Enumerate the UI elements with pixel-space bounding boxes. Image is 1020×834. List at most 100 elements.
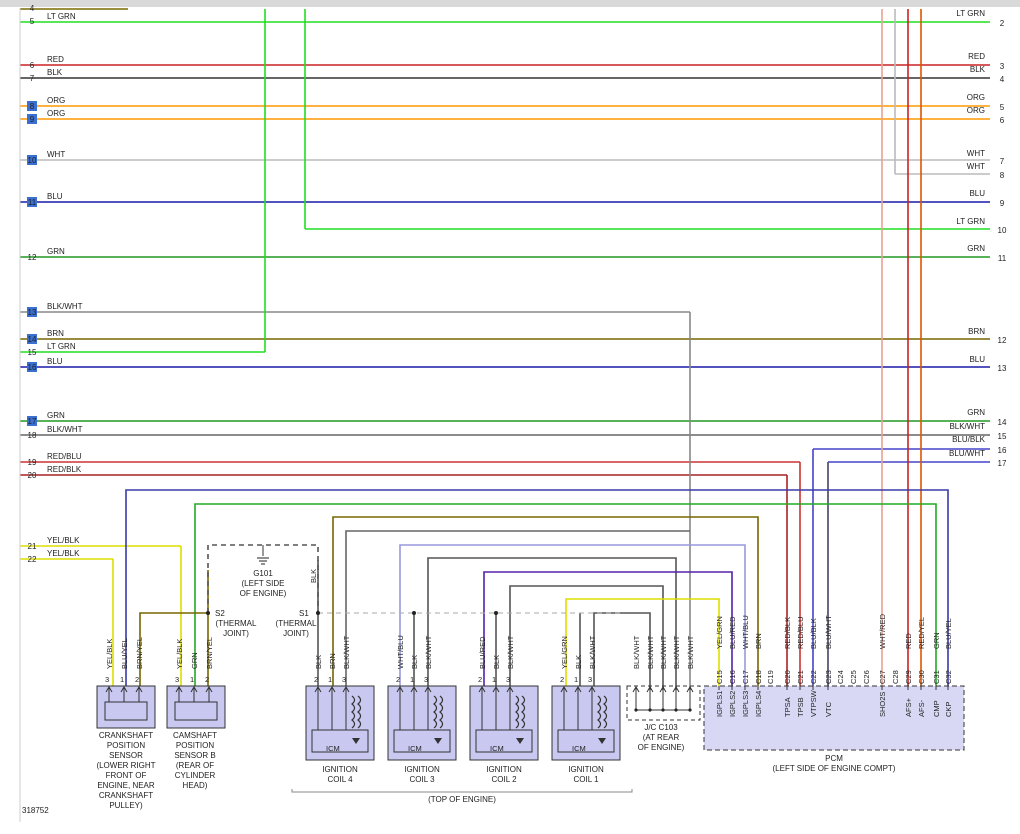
- wire-color-label: BLK/WHT: [506, 635, 515, 669]
- pcm-pin: C21: [796, 670, 805, 684]
- wire-color-label: BLU: [47, 357, 63, 366]
- wire-number-left: 15: [28, 348, 37, 357]
- wire-number-highlight: [27, 155, 37, 165]
- pcm-pin: C15: [715, 670, 724, 684]
- wire-route: [427, 557, 677, 690]
- pcm-pin: C31: [932, 670, 941, 684]
- coil-name: IGNITION: [486, 765, 522, 774]
- wire-color-label: BLK/WHT: [659, 635, 668, 669]
- wire-route: [125, 489, 949, 690]
- wire-color-label: YEL/GRN: [560, 636, 569, 669]
- pin-number: 3: [342, 675, 346, 684]
- wire-color-label: GRN: [967, 244, 985, 253]
- pin-arrow-icon: [120, 686, 128, 693]
- pin-number: 2: [205, 675, 209, 684]
- pcm-pin: C19: [766, 670, 775, 684]
- pin-arrow-icon: [342, 686, 350, 693]
- pin-number: 1: [328, 675, 332, 684]
- splice-dot: [648, 708, 652, 712]
- splice-dot: [206, 611, 210, 615]
- wire-number-left: 9: [30, 115, 35, 124]
- pin-number: 2: [560, 675, 564, 684]
- pcm-body: [703, 685, 965, 751]
- pin-arrow-icon: [672, 686, 680, 693]
- wire-route: [483, 571, 733, 690]
- wire-color-label: BLK: [574, 655, 583, 669]
- pin-number: 3: [588, 675, 592, 684]
- wire-number-left: 10: [28, 156, 37, 165]
- wire-route: [345, 530, 690, 690]
- wire-number-right: 8: [1000, 171, 1005, 180]
- pin-number: 3: [506, 675, 510, 684]
- wire-color-label: BLK/WHT: [646, 635, 655, 669]
- splice-dot: [634, 708, 638, 712]
- pin-arrow-icon: [560, 686, 568, 693]
- wire-color-label: BLU/BLK: [809, 618, 818, 649]
- wire-color-label: BRN/YEL: [205, 637, 214, 669]
- coil-number: COIL 4: [327, 775, 353, 784]
- wire-number-right: 17: [998, 459, 1007, 468]
- wire-color-label: BLK/WHT: [632, 635, 641, 669]
- wire-number-right: 12: [998, 336, 1007, 345]
- pin-arrow-icon: [659, 686, 667, 693]
- wire-color-label: BLK/WHT: [686, 635, 695, 669]
- wire-color-label: RED/BLK: [783, 617, 792, 649]
- pin-arrow-icon: [632, 686, 640, 693]
- pin-arrow-icon: [574, 686, 582, 693]
- wire-color-label: GRN: [47, 411, 65, 420]
- pin-number: 2: [135, 675, 139, 684]
- coil-winding-icon: [603, 695, 608, 729]
- pcm-signal: SHO2S: [878, 692, 887, 717]
- wire-number-right: 7: [1000, 157, 1005, 166]
- pin-arrow-icon: [328, 686, 336, 693]
- wire-color-label: RED/YEL: [917, 617, 926, 649]
- pin-number: 2: [478, 675, 482, 684]
- pin-arrow-icon: [205, 686, 213, 693]
- wire-color-label: ORG: [47, 96, 65, 105]
- coil-winding-icon: [351, 695, 356, 729]
- pin-arrow-icon: [424, 686, 432, 693]
- pcm-subtitle: (LEFT SIDE OF ENGINE COMPT): [773, 764, 896, 773]
- icm-label: ICM: [326, 744, 340, 753]
- pcm-pin: C16: [728, 670, 737, 684]
- pin-number: 1: [410, 675, 414, 684]
- wire-route: [565, 598, 720, 690]
- wire-color-label: BLK/WHT: [672, 635, 681, 669]
- diode-icon: [434, 738, 442, 744]
- coil-name: IGNITION: [568, 765, 604, 774]
- pcm-signal: VTPSW: [809, 689, 818, 717]
- wire-number-left: 18: [28, 431, 37, 440]
- pcm-pin: C26: [862, 670, 871, 684]
- wire-color-label: BLU/YEL: [120, 638, 129, 669]
- icm-box: [475, 729, 533, 753]
- pcm-pin: C28: [891, 670, 900, 684]
- wire-color-label: BLU: [969, 189, 985, 198]
- wire-route: [399, 544, 746, 690]
- wire-color-label: WHT: [47, 150, 65, 159]
- wire-color-label: LT GRN: [47, 12, 76, 21]
- junction-label: J/C C103: [644, 723, 678, 732]
- wire-number-left: 14: [28, 335, 37, 344]
- pin-arrow-icon: [646, 686, 654, 693]
- cam-sensor-label: SENSOR B: [174, 751, 215, 760]
- wire-color-label: BRN: [968, 327, 985, 336]
- pcm-pin: C18: [754, 670, 763, 684]
- wire-color-label: BLK/WHT: [588, 635, 597, 669]
- wire-color-label: BLK/WHT: [949, 422, 985, 431]
- cam-sensor-element: [174, 701, 218, 721]
- wire-color-label: GRN: [190, 652, 199, 669]
- pin-number: 2: [396, 675, 400, 684]
- splice-label: S2: [215, 609, 225, 618]
- splice-label: JOINT): [223, 629, 249, 638]
- pin-number: 3: [175, 675, 179, 684]
- wire-number-right: 15: [998, 432, 1007, 441]
- pin-arrow-icon: [190, 686, 198, 693]
- wire-number-left: 16: [28, 363, 37, 372]
- pin-arrow-icon: [506, 686, 514, 693]
- wire-number-highlight: [27, 114, 37, 124]
- coil-winding-icon: [439, 695, 444, 729]
- icm-box: [557, 729, 615, 753]
- pcm-pin: C23: [824, 670, 833, 684]
- wire-color-label: BLU/WHT: [824, 615, 833, 649]
